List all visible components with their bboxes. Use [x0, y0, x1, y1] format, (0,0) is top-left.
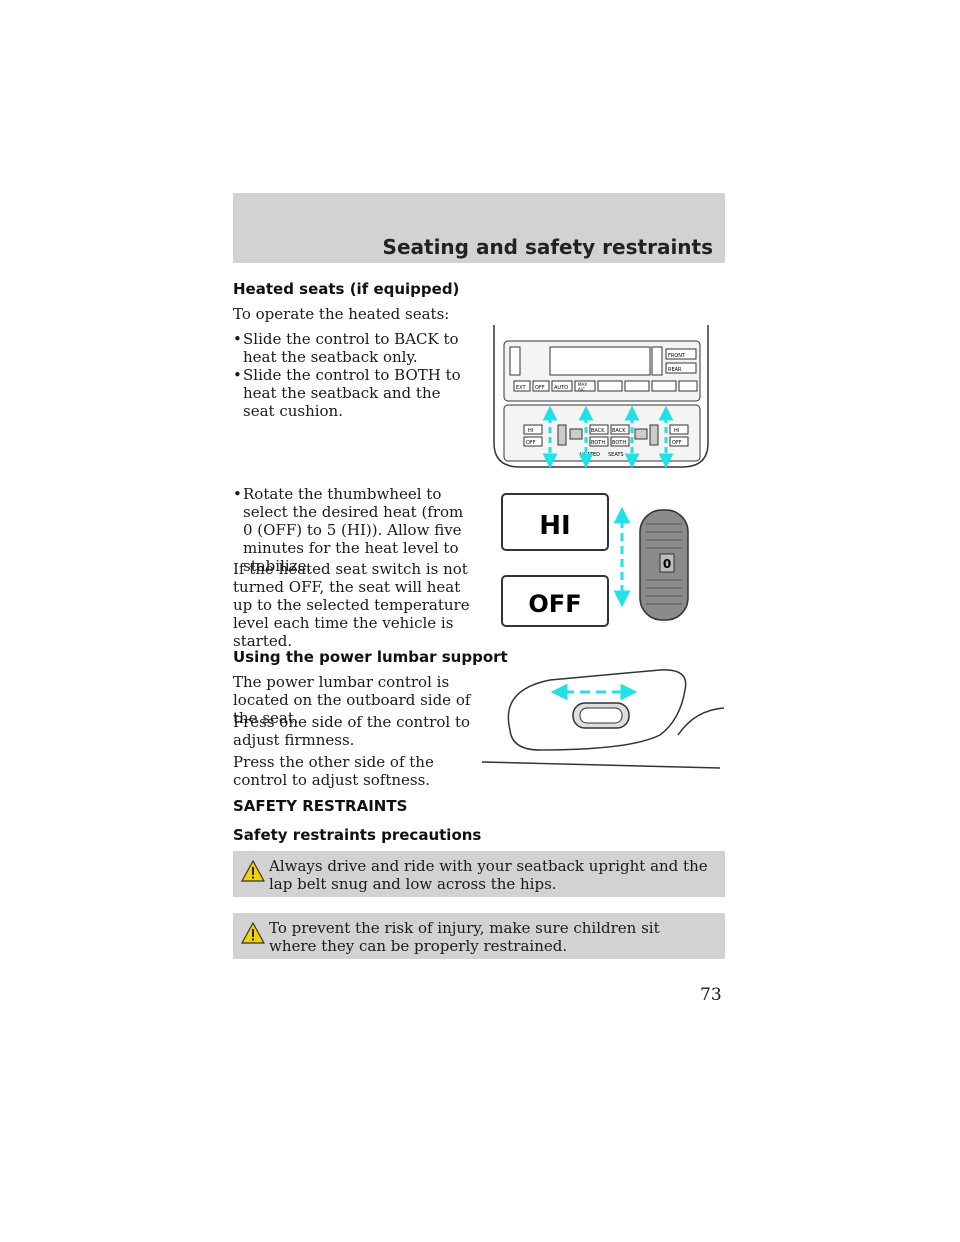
page-header-title: Seating and safety restraints	[382, 235, 713, 259]
seat-back-2: BACK	[612, 428, 626, 434]
climate-panel-figure: FRONT REAR EXT OFF AUTO MAX A/C HI OFF B…	[493, 325, 709, 469]
heated-seats-heading: Heated seats (if equipped)	[233, 280, 460, 298]
warning-triangle-icon	[241, 922, 265, 944]
seat-hi-left: HI	[528, 428, 533, 434]
safety-subheading: Safety restraints precautions	[233, 826, 482, 844]
seat-both-1: BOTH	[591, 440, 605, 446]
safety-heading: SAFETY RESTRAINTS	[233, 797, 408, 815]
warning-text: To prevent the risk of injury, make sure…	[269, 919, 660, 955]
front-label: FRONT	[668, 353, 686, 359]
off-label: OFF	[528, 590, 581, 618]
thumbwheel-figure: HI OFF 0	[501, 493, 689, 627]
page-number: 73	[700, 985, 722, 1005]
warning-triangle-icon	[241, 860, 265, 882]
lumbar-figure	[481, 669, 725, 769]
bullet-both: • Slide the control to BOTH to heat the …	[233, 366, 473, 420]
lumbar-heading: Using the power lumbar support	[233, 648, 508, 666]
auto-label: AUTO	[554, 385, 568, 391]
off-label: OFF	[535, 385, 545, 391]
bullet-text: Rotate the thumbwheel to select the desi…	[243, 485, 464, 575]
heated-seat-note: If the heated seat switch is not turned …	[233, 560, 470, 650]
lumbar-p3: Press the other side of the control to a…	[233, 753, 434, 789]
lumbar-p2: Press one side of the control to adjust …	[233, 713, 471, 749]
seat-off-right: OFF	[672, 440, 682, 446]
max-label: MAX	[578, 382, 587, 387]
rear-label: REAR	[668, 367, 682, 373]
seats-label: SEATS	[608, 452, 624, 458]
seat-both-2: BOTH	[612, 440, 626, 446]
warning-text: Always drive and ride with your seatback…	[269, 857, 708, 893]
header-band: Seating and safety restraints	[233, 193, 725, 263]
warning-box: Always drive and ride with your seatback…	[233, 851, 725, 897]
warning-box: To prevent the risk of injury, make sure…	[233, 913, 725, 959]
slide-arrows	[542, 405, 674, 469]
bullet-dot: •	[233, 366, 242, 384]
seat-hi-right: HI	[674, 428, 679, 434]
bullet-back: • Slide the control to BACK to heat the …	[233, 330, 473, 366]
ac-label: A/C	[578, 387, 585, 392]
wheel-value: 0	[663, 557, 671, 571]
bullet-dot: •	[233, 330, 242, 348]
bullet-text: Slide the control to BACK to heat the se…	[243, 330, 459, 366]
hi-label: HI	[539, 511, 570, 541]
bullet-text: Slide the control to BOTH to heat the se…	[243, 366, 461, 420]
bullet-dot: •	[233, 485, 242, 503]
lumbar-p1: The power lumbar control is located on t…	[233, 673, 471, 727]
seat-off-left: OFF	[526, 440, 536, 446]
seat-back-1: BACK	[591, 428, 605, 434]
bullet-thumbwheel: • Rotate the thumbwheel to select the de…	[233, 485, 473, 575]
ext-label: EXT	[516, 385, 526, 391]
heated-seats-intro: To operate the heated seats:	[233, 305, 450, 323]
